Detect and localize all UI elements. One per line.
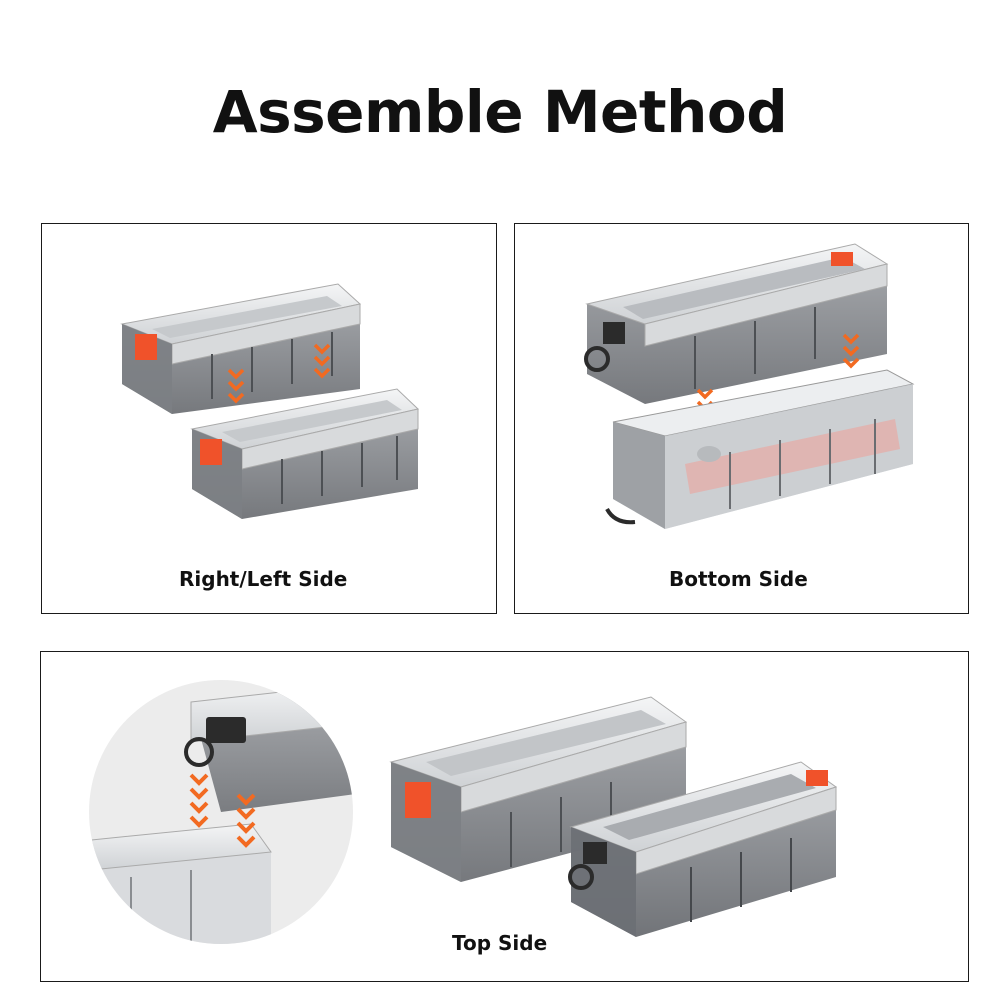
latch-icon [206,717,246,743]
storage-box-icon [120,283,362,414]
latch-icon [806,770,828,786]
storage-box-illustration [584,243,915,529]
storage-box-icon [190,388,420,519]
panel-caption: Top Side [452,931,548,955]
storage-box-icon [605,369,915,529]
storage-box-icon [584,243,889,404]
latch-icon [200,439,222,465]
panel-top-side: Top Side [40,651,969,982]
panel-caption: Bottom Side [669,567,808,591]
panel-caption: Right/Left Side [179,567,348,591]
latch-icon [603,322,625,344]
page-title: Assemble Method [212,78,788,146]
panel-right-left-side: Right/Left Side [41,223,497,614]
storage-box-icon [568,761,838,937]
storage-box-illustration [89,680,838,944]
latch-icon [831,252,853,266]
latch-icon [405,782,431,818]
panel-bottom-side: Bottom Side [514,223,969,614]
latch-icon [583,842,607,864]
latch-icon [135,334,157,360]
storage-box-illustration [120,283,420,519]
